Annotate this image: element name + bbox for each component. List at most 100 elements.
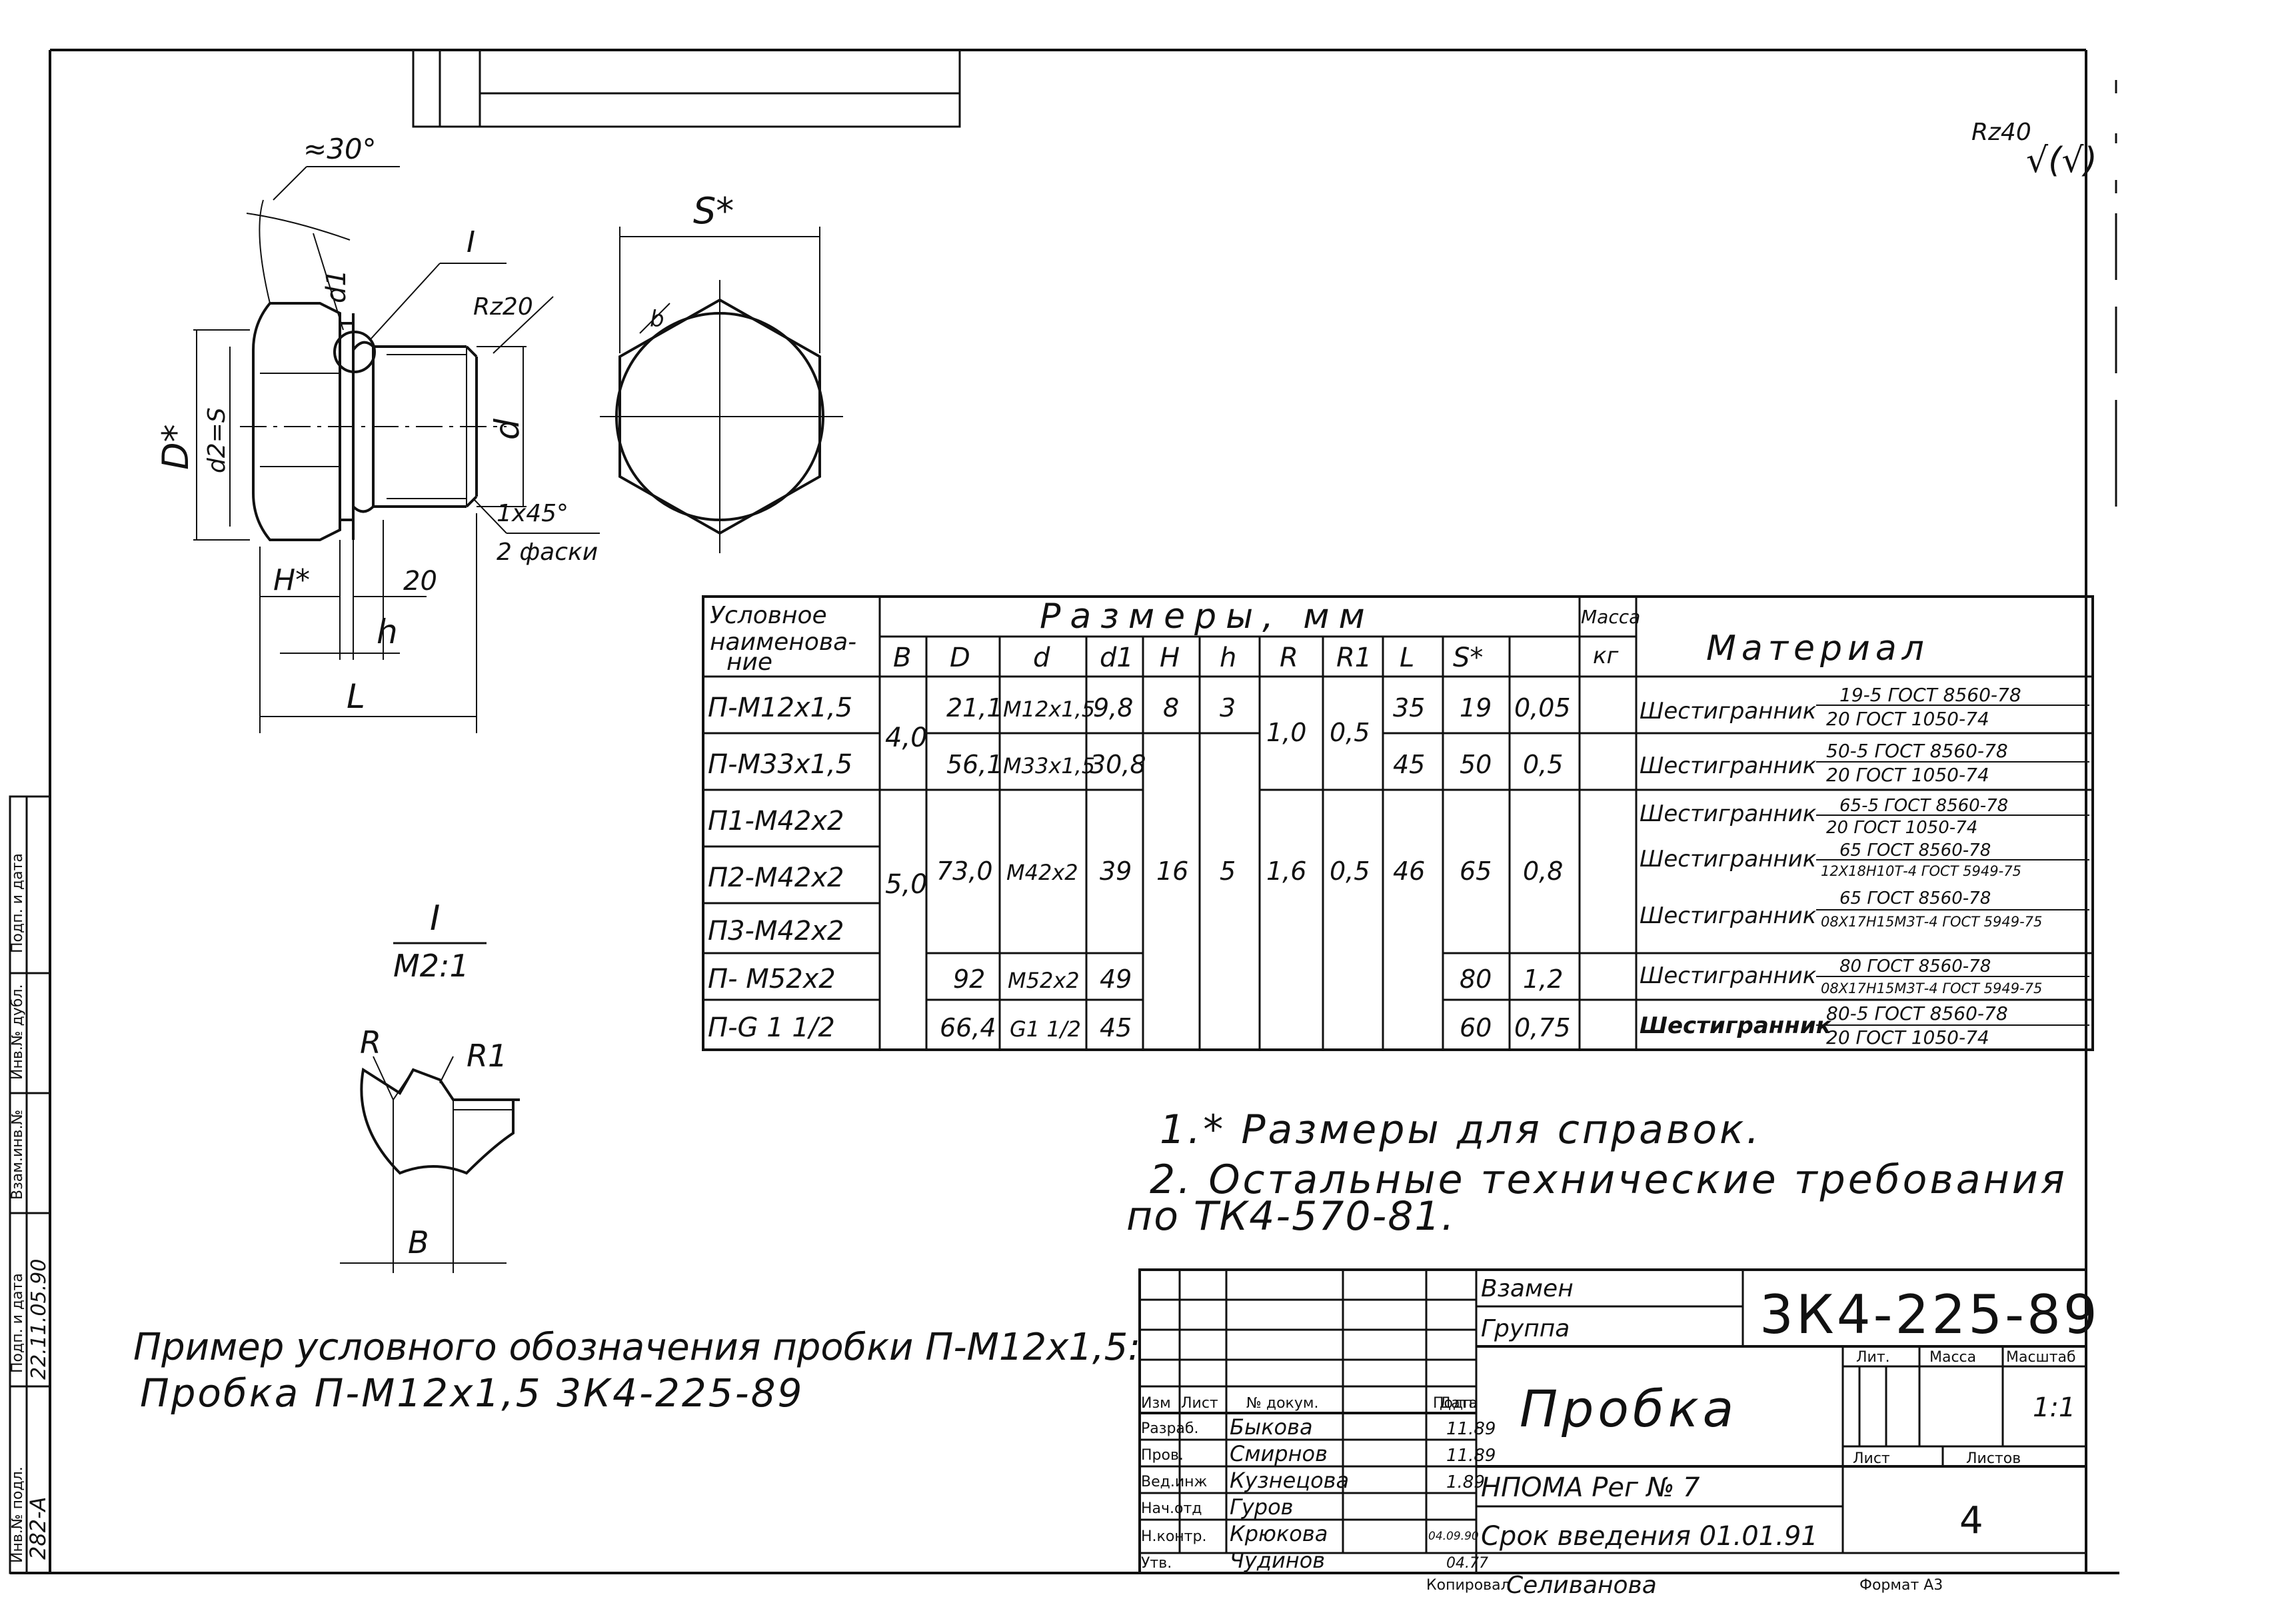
- material-row-5: Шестигранник 65 ГОСТ 8560-78 08Х17Н15М3Т…: [1640, 888, 2042, 930]
- cell-S-4: 80: [1460, 964, 1492, 994]
- side-stamp-label-2: Инв.№ дубл.: [9, 984, 26, 1080]
- detail-scale-label: M2:1: [393, 948, 469, 984]
- H-dimension-label: H*: [273, 563, 310, 597]
- tb-role: Утв.: [1141, 1555, 1172, 1572]
- detail-B-label: B: [408, 1224, 429, 1260]
- tb-role: Пров.: [1141, 1447, 1184, 1464]
- note-1: 1.* Размеры для справок.: [1160, 1106, 1761, 1153]
- hex-top-view: [600, 227, 843, 553]
- tb-format: Формат А3: [1859, 1577, 1943, 1594]
- material-row-1: Шестигранник 19-5 ГОСТ 8560-78 20 ГОСТ 1…: [1640, 684, 2021, 730]
- dimension-table-grid: [702, 595, 2094, 1051]
- tb-doc-number: 3К4-225-89: [1759, 1284, 2100, 1346]
- cell-S-5: 60: [1460, 1013, 1492, 1042]
- note-2b: по ТК4-570-81.: [1126, 1193, 1456, 1240]
- example-line-2: Пробка П-М12х1,5 3К4-225-89: [140, 1370, 804, 1416]
- col-L: L: [1400, 643, 1414, 673]
- tb-role-date: 04.09.90: [1428, 1530, 1479, 1543]
- tb-col-date: Дата: [1440, 1395, 1478, 1412]
- material-row-6: Шестигранник 80 ГОСТ 8560-78 08Х17Н15М3Т…: [1640, 956, 2042, 996]
- tb-role-row-1: Разраб. Быкова 11.89: [1141, 1414, 1496, 1440]
- cell-D-5: 66,4: [940, 1013, 996, 1042]
- tb-role-name: Быкова: [1230, 1414, 1313, 1440]
- tb-vzamen: Взамен: [1481, 1275, 1574, 1302]
- col-R: R: [1280, 643, 1298, 673]
- material-top: 50-5 ГОСТ 8560-78: [1826, 740, 2008, 762]
- cell-d1-3: 39: [1100, 856, 1132, 886]
- row-name-4: П2-М42х2: [708, 862, 844, 893]
- tb-role-row-5: Н.контр. Крюкова 04.09.90: [1141, 1521, 1479, 1546]
- header-mass-1: Масса: [1581, 606, 1640, 628]
- tb-role-name: Смирнов: [1230, 1441, 1328, 1466]
- tb-srok: Срок введения 01.01.91: [1481, 1521, 1818, 1552]
- tb-role-row-6: Утв. Чудинов 04.77: [1141, 1548, 1488, 1573]
- material-word: Шестигранник: [1640, 801, 1817, 827]
- header-name-1: Условное: [710, 602, 827, 629]
- detail-R1-label: R1: [467, 1038, 507, 1074]
- material-row-3: Шестигранник 65-5 ГОСТ 8560-78 20 ГОСТ 1…: [1640, 796, 2008, 838]
- material-bottom: 20 ГОСТ 1050-74: [1826, 764, 1989, 786]
- material-bottom: 08Х17Н15М3Т-4 ГОСТ 5949-75: [1821, 914, 2042, 930]
- tb-listov: Листов: [1966, 1450, 2021, 1467]
- cell-B-2: 5,0: [885, 869, 928, 900]
- material-bottom: 20 ГОСТ 1050-74: [1826, 818, 1977, 838]
- header-dimensions: Размеры, мм: [1040, 597, 1374, 637]
- tb-col-izm: Изм: [1141, 1395, 1171, 1412]
- tb-role-row-4: Нач.отд Гуров: [1141, 1494, 1294, 1520]
- tb-role: Нач.отд: [1141, 1500, 1202, 1517]
- cell-D-3: 73,0: [936, 856, 993, 886]
- tb-masshtab: Масштаб: [2006, 1349, 2076, 1366]
- tb-lit: Лит.: [1856, 1349, 1890, 1366]
- row-name-2: П-М33х1,5: [708, 749, 852, 780]
- dim-20-label: 20: [403, 566, 437, 597]
- tb-role-row-2: Пров. Смирнов 11.89: [1141, 1441, 1496, 1466]
- cell-L-1: 35: [1393, 693, 1425, 723]
- cell-d-1: М12х1,5: [1003, 697, 1095, 722]
- tb-scale-value: 1:1: [2033, 1392, 2075, 1423]
- d2-dimension-label: d2=S: [203, 407, 231, 473]
- material-word: Шестигранник: [1640, 1012, 1832, 1039]
- cell-S-1: 19: [1460, 693, 1492, 723]
- cell-d1-4: 49: [1100, 964, 1132, 994]
- tb-role-name: Чудинов: [1230, 1548, 1325, 1573]
- tb-role: Разраб.: [1141, 1420, 1198, 1437]
- material-word: Шестигранник: [1640, 962, 1817, 989]
- tb-kopiroval-name: Селиванова: [1506, 1572, 1657, 1599]
- cell-d1-1: 9,8: [1093, 693, 1133, 723]
- tb-role: Вед.инж: [1141, 1474, 1208, 1490]
- d-dimension-label: d: [488, 419, 527, 440]
- side-stamp-label-3: Взам.инв.№: [9, 1110, 26, 1200]
- tb-col-sign: Подп.: [1433, 1395, 1478, 1412]
- tb-name: Пробка: [1520, 1379, 1737, 1438]
- material-top: 80-5 ГОСТ 8560-78: [1826, 1002, 2008, 1024]
- L-dimension-label: L: [347, 677, 365, 716]
- cell-R-2: 1,6: [1266, 856, 1306, 886]
- col-d1: d1: [1100, 643, 1134, 673]
- cell-d1-2: 30,8: [1090, 750, 1146, 779]
- cell-D-1: 21,1: [946, 693, 1003, 723]
- material-row-2: Шестигранник 50-5 ГОСТ 8560-78 20 ГОСТ 1…: [1640, 740, 2008, 786]
- side-stamp: [9, 795, 51, 1574]
- material-bottom: 08Х17Н15М3Т-4 ГОСТ 5949-75: [1821, 980, 2042, 996]
- material-word: Шестигранник: [1640, 698, 1817, 725]
- material-word: Шестигранник: [1640, 846, 1817, 872]
- S-dimension-label: S*: [693, 190, 734, 232]
- hex-b-label: b: [650, 306, 664, 333]
- cell-R1-1: 0,5: [1330, 718, 1370, 747]
- row-name-3: П1-М42х2: [708, 806, 844, 836]
- tb-role: Н.контр.: [1141, 1528, 1206, 1545]
- cell-D-4: 92: [953, 964, 985, 994]
- angle-label: ≈30°: [303, 133, 377, 165]
- material-top: 65-5 ГОСТ 8560-78: [1839, 796, 2008, 816]
- col-R1: R1: [1336, 643, 1372, 673]
- cell-d-2: М33х1,5: [1003, 753, 1095, 779]
- header-material: Материал: [1706, 629, 1929, 669]
- tb-role-name: Кузнецова: [1230, 1468, 1349, 1493]
- side-stamp-label-4: Подп. и дата: [9, 1273, 26, 1373]
- material-top: 19-5 ГОСТ 8560-78: [1839, 684, 2021, 706]
- D-dimension-label: D*: [155, 424, 197, 470]
- material-top: 65 ГОСТ 8560-78: [1839, 888, 1991, 908]
- row-name-6: П- М52х2: [708, 964, 836, 994]
- material-row-4: Шестигранник 65 ГОСТ 8560-78 12Х18Н10Т-4…: [1640, 840, 2021, 879]
- tb-list: Лист: [1853, 1450, 1890, 1467]
